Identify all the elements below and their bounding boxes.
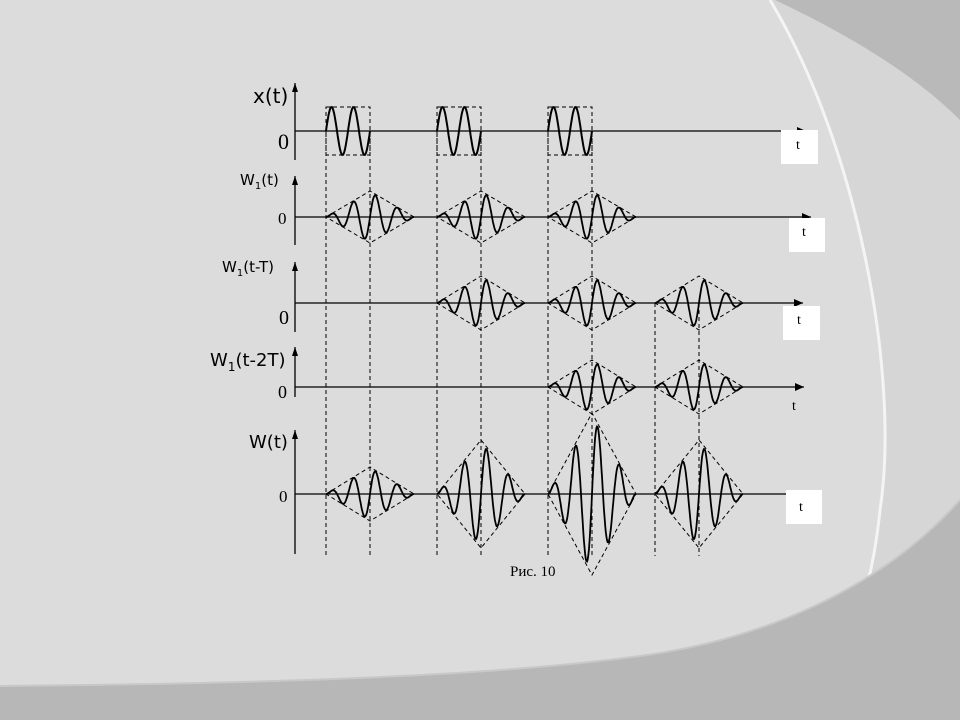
row-w1-pulse-3-envelope xyxy=(547,190,637,244)
row-w1t-pulse-4-wave xyxy=(654,279,744,327)
row-w1t2-t-arrow xyxy=(795,383,804,391)
row-w1-pulse-1-wave xyxy=(325,194,415,240)
row-w-pulse-4-wave xyxy=(654,447,744,541)
axis-label-box-w1 xyxy=(789,218,825,252)
slide-corner-band xyxy=(775,0,960,120)
row-w1t-y-arrow xyxy=(292,262,298,271)
row-label-w1t2-sub: 1 xyxy=(228,360,236,374)
axis-label-box-w1t xyxy=(783,306,820,340)
axis-label-w1t2: t xyxy=(792,399,796,414)
slide-panel xyxy=(0,0,885,720)
row-label-w1t2-suffix: (t-2T) xyxy=(235,350,285,371)
row-w1t-t-arrow xyxy=(794,299,803,307)
row-w1t2-pulse-3-wave xyxy=(547,363,637,411)
row-w1t2-pulse-4-wave xyxy=(654,363,744,411)
row-x-pulse-1-envelope xyxy=(325,106,371,156)
waveform-rows xyxy=(292,83,811,577)
row-w-pulse-1-wave xyxy=(325,470,415,518)
figure-caption: Рис. 10 xyxy=(510,564,556,580)
row-x-pulse-2-envelope xyxy=(436,106,482,156)
row-label-w1t: W1(t-T) xyxy=(222,258,274,279)
row-w1 xyxy=(292,176,811,245)
axis-label-box-x xyxy=(781,130,818,164)
row-w-y-arrow xyxy=(292,430,298,439)
row-w1-y-arrow xyxy=(292,176,298,185)
row-zero-x: 0 xyxy=(278,129,289,154)
row-w-pulse-2-wave xyxy=(436,447,526,541)
row-w1-pulse-1-envelope xyxy=(325,190,415,244)
row-x-pulse-2-wave xyxy=(436,106,482,156)
axis-label-box-w xyxy=(786,490,822,524)
row-x-pulse-3-wave xyxy=(547,106,593,156)
row-w-pulse-4-envelope xyxy=(654,439,744,549)
axis-label-w: t xyxy=(799,500,803,515)
row-w1-pulse-2-envelope xyxy=(436,190,526,244)
row-label-w1t-suffix: (t-T) xyxy=(243,258,274,276)
axis-label-x: t xyxy=(796,138,800,153)
pulse-guide-lines xyxy=(325,131,700,556)
row-label-w1: W1(t) xyxy=(240,171,279,192)
row-zero-w: 0 xyxy=(279,487,288,506)
axis-label-w1: t xyxy=(802,225,806,240)
row-label-w1-sub: 1 xyxy=(255,181,261,192)
row-zero-w1t: 0 xyxy=(279,307,289,329)
row-w-pulse-3-wave xyxy=(547,425,637,563)
row-w-pulse-2-envelope xyxy=(436,439,526,549)
slide-band-edge xyxy=(0,499,960,687)
row-w1-pulse-2-wave xyxy=(436,194,526,240)
row-w1t-pulse-2-wave xyxy=(436,279,526,327)
row-zero-w1t2: 0 xyxy=(278,382,287,402)
row-label-w1-suffix: (t) xyxy=(261,171,279,189)
row-label-w: W(t) xyxy=(249,432,288,453)
slide-bottom-band xyxy=(0,500,960,720)
row-label-w1t-name: W xyxy=(222,258,237,276)
row-x xyxy=(292,83,806,160)
row-zero-w1: 0 xyxy=(278,209,287,228)
row-x-pulse-1-wave xyxy=(325,106,371,156)
row-label-x: x(t) xyxy=(253,84,288,108)
row-w1t2-y-arrow xyxy=(292,347,298,356)
row-w xyxy=(292,411,806,577)
axis-label-w1t: t xyxy=(797,313,801,328)
row-label-w1t2-name: W xyxy=(210,350,228,371)
row-w1t2 xyxy=(292,347,804,415)
row-x-y-arrow xyxy=(292,83,298,92)
row-label-w1t2: W1(t-2T) xyxy=(210,350,286,374)
row-w1t xyxy=(292,262,803,332)
row-x-pulse-3-envelope xyxy=(547,106,593,156)
row-label-w1t-sub: 1 xyxy=(237,268,243,279)
row-w1t-pulse-3-wave xyxy=(547,279,637,327)
row-w1-pulse-3-wave xyxy=(547,194,637,240)
row-label-w1-name: W xyxy=(240,171,255,189)
